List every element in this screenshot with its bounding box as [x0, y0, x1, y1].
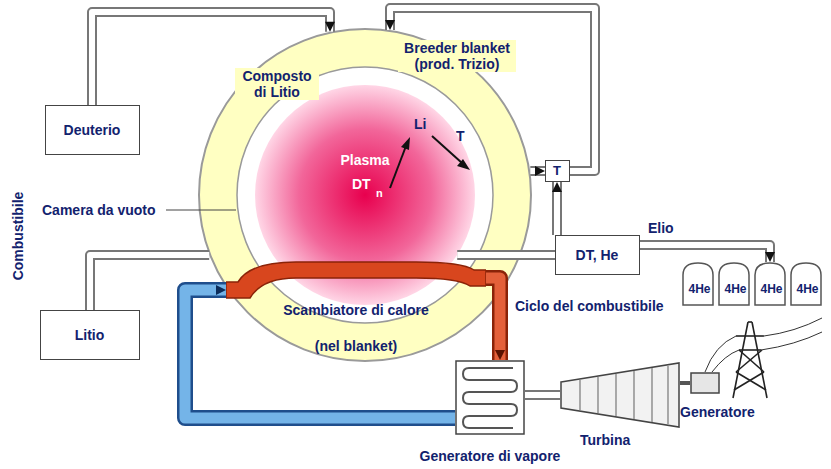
plasma-subscript: n: [376, 185, 383, 201]
tritium-box: T: [545, 160, 570, 182]
electric-generator: Generatore: [690, 372, 720, 394]
helium-tank: 4He: [790, 262, 825, 306]
lithium-box: Litio: [40, 310, 140, 360]
helium-tank: 4He: [754, 262, 789, 306]
edge-label: Elio: [648, 220, 674, 236]
plasma-formula: DT: [352, 176, 371, 192]
blanket-label: Breeder blanket (prod. Trizio): [398, 40, 516, 72]
pipe-connector: [552, 182, 562, 235]
turbine: Turbina: [560, 362, 680, 428]
fuel-label: Combustibile: [10, 192, 26, 281]
exchanger-note: (nel blanket): [226, 338, 486, 354]
separator-box: DT, He: [555, 235, 640, 275]
arrow-head: [535, 166, 545, 176]
node-label: Deuterio: [64, 122, 121, 138]
leader-line: [166, 210, 236, 211]
pipe-connector: [525, 395, 560, 396]
helium-tank: 4He: [682, 262, 717, 306]
cycle-label: Ciclo del combustibile: [515, 298, 664, 314]
node-label: 4He: [724, 281, 746, 297]
node-label: 4He: [760, 281, 782, 297]
shaft-line: [680, 383, 690, 384]
helium-tank: 4He: [718, 262, 753, 306]
node-label: T: [553, 163, 561, 179]
power-pylon: [733, 322, 767, 398]
heat-exchanger: Scambiatore di calore (nel blanket): [226, 258, 486, 356]
deuterium-box: Deuterio: [45, 105, 140, 155]
turbine-label: Turbina: [580, 432, 630, 448]
tritium-symbol: T: [456, 128, 465, 144]
node-label: Litio: [75, 327, 105, 343]
node-label: DT, He: [576, 247, 619, 263]
steam-generator-label: Generatore di vapore: [410, 448, 570, 464]
steam-generator: Generatore di vapore: [455, 360, 525, 435]
generator-label: Generatore: [680, 404, 755, 420]
pipe-connector: [457, 255, 555, 256]
arrow-head: [765, 252, 775, 262]
pipe-connector: [640, 245, 775, 262]
node-label: 4He: [688, 281, 710, 297]
arrow-head: [385, 20, 395, 30]
power-wire: [705, 318, 822, 372]
blanket-label: Composto di Litio: [235, 68, 319, 100]
node-label: 4He: [796, 281, 818, 297]
exchanger-label: Scambiatore di calore: [226, 302, 486, 318]
pipe-connector: [530, 166, 545, 176]
arrow-head: [216, 285, 226, 295]
arrow-head: [325, 22, 335, 32]
lithium-symbol: Li: [414, 116, 426, 132]
chamber-label: Camera da vuoto: [42, 202, 156, 218]
arrow-head: [552, 182, 562, 192]
plasma-label: Plasma: [254, 152, 476, 168]
arrow-head: [495, 350, 505, 360]
